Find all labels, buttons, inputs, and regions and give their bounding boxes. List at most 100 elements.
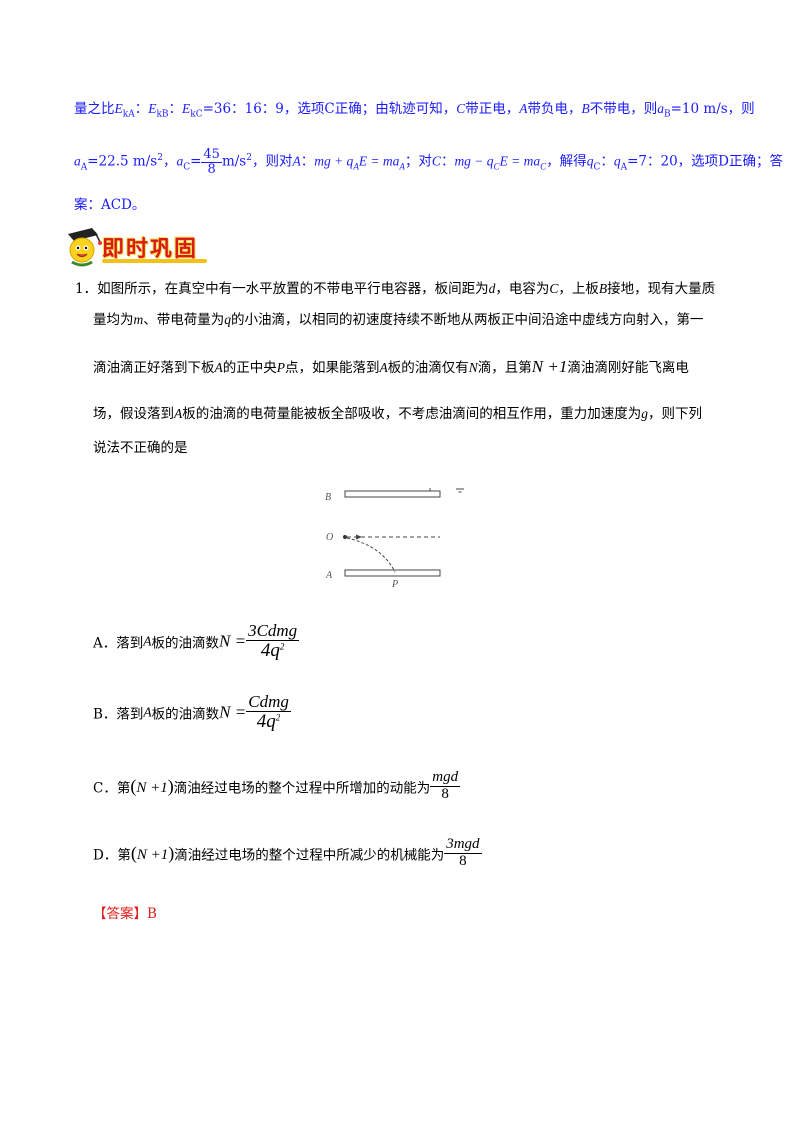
prev-solution-line-3: 案：ACD。 [74,197,146,213]
math-expression: N +1 [136,846,169,863]
text: = [190,153,202,170]
text: 带负电， [527,101,582,117]
text: ，解得 [546,153,587,170]
option-key: A． [93,635,117,652]
sub: A [353,161,359,172]
text: 不带电，则 [589,101,658,117]
fraction-numerator: 3Cdmg [246,621,300,641]
text: 滴油经过电场的整个过程中所减少的机械能为 [174,847,445,864]
var: N [468,360,478,375]
answer-line: 【答案】B [93,902,157,922]
var: q [586,153,594,169]
text: 第 [116,780,131,797]
text: 接地，现有大量质 [607,281,716,297]
sub: C [593,162,601,173]
equation: mg − q [454,153,494,169]
text: 场，假设落到 [93,406,174,422]
text: 点，如果能落到 [285,360,380,376]
var: C [431,153,441,169]
var: m [133,312,144,327]
fraction-denominator: 8 [441,785,449,802]
capacitor-diagram: B O A P [325,488,464,590]
text: 量均为 [93,312,134,328]
text: 的小油滴，以相同的初速度持续不断地从两板正中间沿途中虚线方向射入，第一 [231,312,704,328]
var: q [613,153,621,169]
question-line-4: 场，假设落到A板的油滴的电荷量能被板全部吸收，不考虑油滴间的相互作用，重力加速度… [93,402,702,422]
text: ： [134,101,149,117]
var: a [74,153,81,169]
text: 的正中央 [222,360,277,376]
text: 滴油经过电场的整个过程中所增加的动能为 [173,780,431,797]
text: 落到 [116,635,144,652]
banner-underline [102,259,207,263]
text: =10 m/s，则 [670,101,755,117]
text: 滴油滴正好落到下板 [93,360,215,376]
equation-lhs: N = [219,702,247,722]
text: m/s [221,153,247,170]
text: ， [162,153,177,170]
text: ： [300,153,315,170]
fraction-denominator: 8 [459,852,467,869]
var: g [641,406,648,421]
text: ；对 [404,153,432,170]
sup: 2 [275,712,281,723]
text: 落到 [116,706,144,723]
equation: E = ma [499,153,541,169]
velocity-arrow [356,534,362,540]
question-line-5: 说法不正确的是 [93,440,188,456]
math-expression: N +1 [531,357,568,376]
text: 、带电荷量为 [143,312,225,328]
sup: 2 [246,153,252,164]
den-text: 4q [256,710,276,732]
var: P [276,360,285,375]
label-A: A [325,570,333,581]
text: 板的油滴数 [151,635,220,652]
var: q [224,312,231,327]
text: =22.5 m/s [87,153,158,170]
text: 滴，且第 [477,360,532,376]
paren-expression: (N +1) [130,775,174,796]
var: B [598,281,608,296]
var: A [519,101,528,116]
trajectory-curve [346,537,396,573]
text: 如图所示，在真空中有一水平放置的不带电平行电容器，板间距为 [97,281,489,297]
sub: C [540,161,547,172]
option-key: D． [93,847,118,864]
question-line-2: 量均为m、带电荷量为q的小油滴，以相同的初速度持续不断地从两板正中间沿途中虚线方… [93,308,704,328]
cartoon-mascot-icon [68,228,102,267]
plate-A [344,569,441,577]
var: B [581,101,590,116]
fraction-numerator: 45 [201,147,222,163]
sub: kA [122,109,135,120]
text: 板的油滴仅有 [387,360,469,376]
var: a [657,101,664,116]
var: A [143,704,152,720]
sub: A [620,162,628,173]
var: E [148,101,157,116]
prev-solution-line-1: 量之比EkA：EkB：EkC=36：16：9，选项C正确；由轨迹可知，C带正电，… [74,97,755,120]
text: 板的油滴的电荷量能被板全部吸收，不考虑油滴间的相互作用，重力加速度为 [182,406,642,422]
var: C [456,101,466,116]
question-number: 1． [75,281,98,297]
sub: A [80,162,88,173]
label-O: O [326,532,333,543]
fraction-numerator: mgd [430,769,461,787]
sub: kC [190,109,203,120]
answer-tag: 【答案】 [93,906,147,922]
banner-title: 即时巩固 [102,237,199,262]
var: C [549,281,559,296]
plate-B [344,490,441,498]
text: ，上板 [558,281,599,297]
text: ，则对 [251,153,293,170]
option-key: C． [93,780,117,797]
equation: E = ma [358,153,400,169]
var: A [292,153,301,169]
label-B: B [325,492,331,503]
sup: 2 [157,153,163,164]
